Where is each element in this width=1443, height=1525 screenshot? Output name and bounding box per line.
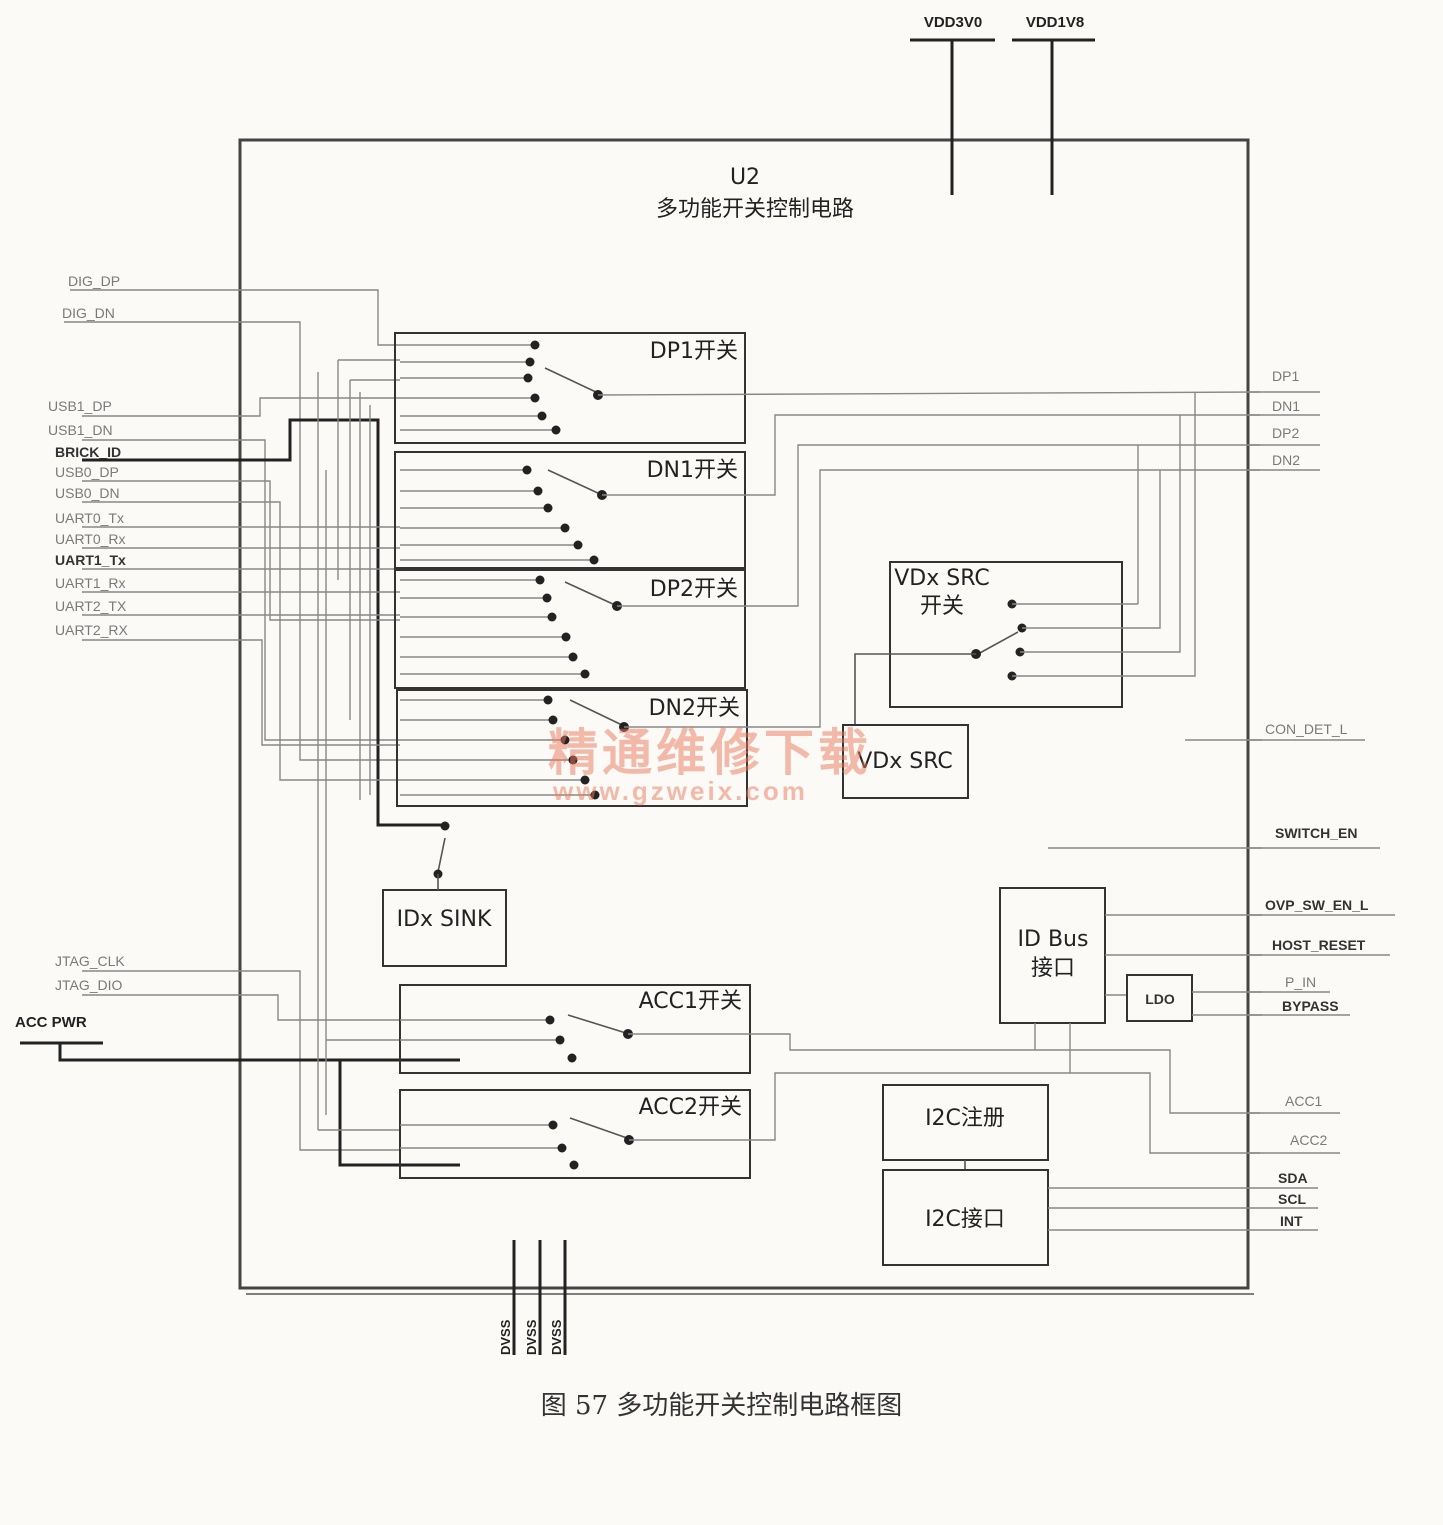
signal-int: INT [1280,1213,1303,1229]
svg-text:I2C接口: I2C接口 [925,1207,1005,1232]
signal-uart2-tx: UART2_TX [55,598,127,614]
signal-acc2: ACC2 [1290,1132,1328,1148]
power-rail-vdd3v0: VDD3V0 [910,14,995,195]
signal-dig-dp: DIG_DP [68,273,120,289]
svg-text:DVSS: DVSS [498,1319,513,1355]
svg-text:LDO: LDO [1145,991,1175,1007]
left-bus-wires [317,359,400,1131]
vdx-src-block: VDx SRC [842,724,969,799]
figure-caption: 图 57 多功能开关控制电路框图 [540,1391,903,1421]
signal-usb1-dp: USB1_DP [48,398,112,414]
left-input-wires [20,289,460,1167]
chip-outline [238,138,1250,1290]
signal-dp2: DP2 [1272,425,1299,441]
signal-bypass: BYPASS [1282,998,1339,1014]
svg-text:DP2开关: DP2开关 [650,577,738,602]
signal-usb0-dn: USB0_DN [55,485,120,501]
signal-acc1: ACC1 [1285,1093,1323,1109]
signal-uart1-rx: UART1_Rx [55,575,126,591]
svg-text:VDx SRC: VDx SRC [894,566,990,591]
acc1-switch-block: ACC1开关 [399,984,1260,1114]
svg-text:DVSS: DVSS [524,1319,539,1355]
signal-switch-en: SWITCH_EN [1275,825,1357,841]
signal-uart0-tx: UART0_Tx [55,510,124,526]
signal-jtag-dio: JTAG_DIO [55,977,123,993]
svg-text:DN2开关: DN2开关 [649,696,740,721]
idx-sink-block: IDx SINK [382,821,507,967]
signal-host-reset: HOST_RESET [1272,937,1366,953]
svg-text:DVSS: DVSS [549,1319,564,1355]
ldo-block: LDO [1126,974,1262,1022]
dn1-switch-block: DN1开关 [394,414,1260,569]
signal-p-in: P_IN [1285,974,1316,990]
i2c-register-block: I2C注册 [882,1084,1049,1170]
signal-acc-pwr: ACC PWR [15,1014,87,1031]
svg-text:开关: 开关 [920,594,964,619]
dp2-switch-block: DP2开关 [394,444,1260,689]
svg-text:ID Bus: ID Bus [1018,927,1089,952]
svg-text:DN1开关: DN1开关 [647,458,738,483]
dp1-switch-block: DP1开关 [394,332,1261,444]
signal-dig-dn: DIG_DN [62,305,115,321]
id-bus-block: ID Bus 接口 [999,887,1262,1073]
svg-text:DP1开关: DP1开关 [650,339,738,364]
signal-scl: SCL [1278,1191,1306,1207]
signal-dn2: DN2 [1272,452,1300,468]
watermark-text: 精通维修下载 [548,723,872,782]
signal-brick-id: BRICK_ID [55,444,121,460]
svg-text:VDx SRC: VDx SRC [857,749,953,774]
svg-text:VDD3V0: VDD3V0 [924,14,982,31]
svg-text:ACC1开关: ACC1开关 [639,989,742,1014]
signal-sda: SDA [1278,1170,1308,1186]
i2c-interface-block: I2C接口 [882,1169,1318,1266]
chip-designator: U2 [730,165,760,190]
dn2-switch-block: DN2开关 [396,469,1260,807]
svg-text:ACC2开关: ACC2开关 [639,1095,742,1120]
watermark-url: www.gzweix.com [552,776,808,806]
vdx-src-switch-block: VDx SRC 开关 [854,392,1196,725]
watermark: 精通维修下载 www.gzweix.com [548,723,872,806]
power-rail-vdd1v8: VDD1V8 [1012,14,1095,195]
signal-jtag-clk: JTAG_CLK [55,953,125,969]
svg-text:IDx SINK: IDx SINK [397,907,492,932]
signal-uart1-tx: UART1_Tx [55,552,126,568]
right-signal-labels: DP1 DN1 DP2 DN2 CON_DET_L SWITCH_EN OVP_… [1248,368,1395,1229]
signal-con-det-l: CON_DET_L [1265,721,1348,737]
svg-text:I2C注册: I2C注册 [925,1106,1005,1131]
ground-pins: DVSS DVSS DVSS [498,1240,567,1355]
signal-uart0-rx: UART0_Rx [55,531,126,547]
right-internal-wires [1048,739,1262,849]
signal-usb1-dn: USB1_DN [48,422,113,438]
svg-text:VDD1V8: VDD1V8 [1026,14,1084,31]
signal-ovp-sw-en-l: OVP_SW_EN_L [1265,897,1369,913]
signal-dn1: DN1 [1272,398,1300,414]
svg-text:接口: 接口 [1031,956,1075,981]
signal-usb0-dp: USB0_DP [55,464,119,480]
signal-dp1: DP1 [1272,368,1299,384]
left-signal-labels: DIG_DP DIG_DN USB1_DP USB1_DN BRICK_ID U… [15,273,129,1031]
acc2-switch-block: ACC2开关 [399,1072,1260,1179]
chip-name: 多功能开关控制电路 [656,197,854,222]
signal-uart2-rx: UART2_RX [55,622,129,638]
